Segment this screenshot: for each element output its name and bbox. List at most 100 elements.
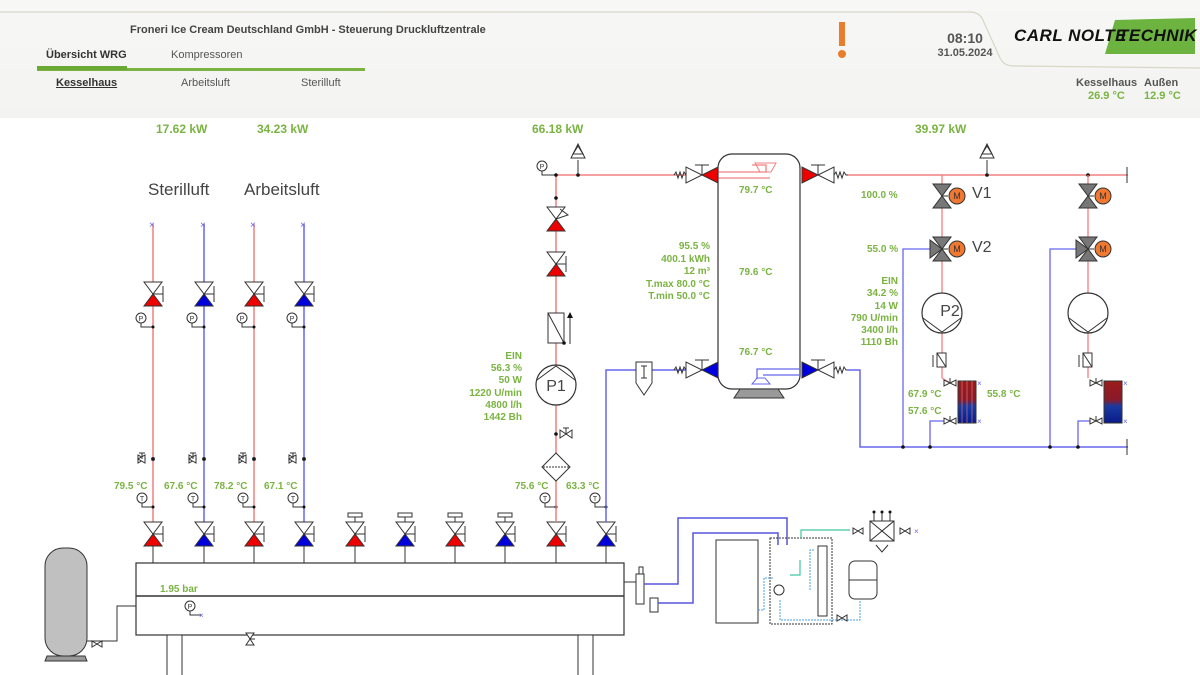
power-sterilluft: 17.62 kW bbox=[156, 122, 208, 136]
company-title: Froneri Ice Cream Deutschland GmbH - Ste… bbox=[130, 24, 486, 36]
svg-text:×: × bbox=[199, 611, 204, 620]
ambient-value-kesselhaus: 26.9 °C bbox=[1088, 90, 1125, 102]
logo-text-carl-nolte: CARL NOLTE bbox=[1014, 26, 1127, 45]
logo-text-technik: TECHNIK bbox=[1118, 26, 1198, 45]
buffer-fill: 95.5 % bbox=[678, 241, 710, 252]
compressor-heat-recovery: × bbox=[624, 510, 919, 625]
tab-bar-active-indicator bbox=[37, 66, 127, 70]
pump-p2-label: P2 bbox=[940, 303, 960, 320]
v1-value: 100.0 % bbox=[861, 190, 898, 201]
buffer-temp-top: 79.7 °C bbox=[739, 185, 773, 196]
subtab-arbeitsluft[interactable]: Arbeitsluft bbox=[181, 77, 230, 89]
p1-speed: 1220 U/min bbox=[469, 387, 522, 399]
p1-percent: 56.3 % bbox=[490, 363, 522, 375]
svg-text:×: × bbox=[914, 527, 919, 536]
branch-drain-valves bbox=[136, 452, 306, 464]
buffer-tmin: T.min 50.0 °C bbox=[648, 291, 710, 302]
subtab-sterilluft[interactable]: Sterilluft bbox=[301, 77, 341, 89]
circuit-label-sterilluft: Sterilluft bbox=[148, 180, 210, 199]
p2-status: EIN bbox=[881, 276, 898, 287]
hx-temp-secondary: 55.8 °C bbox=[987, 389, 1021, 400]
heating-circuit: × × M M × × bbox=[848, 142, 1128, 455]
tab-kompressoren[interactable]: Kompressoren bbox=[171, 49, 243, 61]
svg-text:M: M bbox=[1099, 191, 1107, 201]
hx-temp-in: 67.9 °C bbox=[908, 389, 942, 400]
buffer-energy: 400.1 kWh bbox=[661, 253, 710, 265]
svg-text:×: × bbox=[250, 220, 256, 231]
valve-v2 bbox=[929, 236, 966, 262]
ambient-label-kesselhaus: Kesselhaus bbox=[1076, 77, 1138, 89]
v2-value: 55.0 % bbox=[867, 244, 899, 255]
svg-text:M: M bbox=[1099, 244, 1107, 254]
pump-p3 bbox=[1067, 292, 1109, 334]
svg-text:×: × bbox=[149, 220, 155, 231]
branch-temp-sensors: T T T T T T bbox=[136, 492, 608, 509]
p1-temp-supply: 75.6 °C bbox=[515, 481, 549, 492]
svg-text:×: × bbox=[300, 220, 306, 231]
svg-text:T: T bbox=[543, 496, 548, 503]
alarm-button[interactable] bbox=[833, 22, 851, 60]
p2-percent: 34.2 % bbox=[866, 288, 898, 300]
svg-text:×: × bbox=[977, 379, 982, 388]
clock-time: 08:10 bbox=[947, 30, 983, 46]
valve-v1 bbox=[932, 183, 966, 209]
svg-text:×: × bbox=[977, 417, 982, 426]
p2-stats: EIN 34.2 % 14 W 790 U/min 3400 l/h 1110 … bbox=[820, 276, 898, 350]
p1-temp-return: 63.3 °C bbox=[566, 481, 600, 492]
valve-v3: M bbox=[1078, 183, 1112, 209]
svg-text:T: T bbox=[140, 496, 145, 503]
valve-v4: M bbox=[1075, 236, 1112, 262]
power-heating: 39.97 kW bbox=[915, 122, 967, 136]
branch-temp-1: 79.5 °C bbox=[114, 481, 148, 492]
clock-date: 31.05.2024 bbox=[937, 47, 993, 59]
ambient-value-aussen: 12.9 °C bbox=[1144, 90, 1181, 102]
manifold: P × bbox=[135, 562, 625, 675]
svg-text:P: P bbox=[540, 164, 545, 171]
ambient-label-aussen: Außen bbox=[1144, 77, 1179, 89]
svg-text:T: T bbox=[241, 496, 246, 503]
power-arbeitsluft: 34.23 kW bbox=[257, 122, 309, 136]
p1-stats: EIN 56.3 % 50 W 1220 U/min 4800 l/h 1442… bbox=[440, 351, 522, 424]
motor-v1-label: M bbox=[953, 191, 961, 201]
svg-text:×: × bbox=[1123, 417, 1128, 426]
buffer-stats: 95.5 % 400.1 kWh 12 m³ T.max 80.0 °C T.m… bbox=[630, 241, 710, 304]
svg-text:T: T bbox=[191, 496, 196, 503]
p1-status: EIN bbox=[505, 351, 522, 362]
buffer-temp-mid: 79.6 °C bbox=[739, 267, 773, 278]
motor-v2-label: M bbox=[953, 244, 961, 254]
exclamation-icon bbox=[838, 22, 846, 58]
p2-flow: 3400 l/h bbox=[861, 325, 898, 337]
logo-green-block bbox=[1105, 18, 1195, 54]
svg-text:×: × bbox=[1123, 379, 1128, 388]
branch-pressure-gauges: P P P P bbox=[135, 312, 306, 329]
branch-temp-2: 67.6 °C bbox=[164, 481, 198, 492]
svg-text:P: P bbox=[188, 604, 193, 611]
p1-hours: 1442 Bh bbox=[483, 412, 522, 424]
tab-bar bbox=[37, 68, 365, 71]
circuit-label-arbeitsluft: Arbeitsluft bbox=[244, 180, 320, 199]
pump-p2 bbox=[921, 292, 963, 334]
hx-temp-out: 57.6 °C bbox=[908, 406, 942, 417]
branch-temp-3: 78.2 °C bbox=[214, 481, 248, 492]
svg-text:P: P bbox=[190, 316, 195, 323]
p2-power: 14 W bbox=[874, 300, 898, 312]
header-curve bbox=[0, 11, 1200, 69]
p1-power: 50 W bbox=[498, 375, 522, 387]
dirt-separator bbox=[635, 361, 653, 396]
v1-label: V1 bbox=[972, 185, 992, 202]
p2-speed: 790 U/min bbox=[850, 312, 898, 324]
power-buffer-in: 66.18 kW bbox=[532, 122, 584, 136]
buffer-tmax: T.max 80.0 °C bbox=[645, 278, 710, 290]
branch-temp-4: 67.1 °C bbox=[264, 481, 298, 492]
svg-text:P: P bbox=[139, 316, 144, 323]
tab-uebersicht-wrg[interactable]: Übersicht WRG bbox=[46, 49, 127, 61]
buffer-tank bbox=[673, 153, 848, 399]
svg-text:T: T bbox=[291, 496, 296, 503]
p1-flow: 4800 l/h bbox=[485, 399, 522, 411]
subtab-kesselhaus[interactable]: Kesselhaus bbox=[56, 77, 118, 89]
manifold-valves bbox=[143, 512, 617, 563]
buffer-volume: 12 m³ bbox=[683, 266, 710, 277]
svg-text:P: P bbox=[240, 316, 245, 323]
v2-label: V2 bbox=[972, 239, 992, 256]
